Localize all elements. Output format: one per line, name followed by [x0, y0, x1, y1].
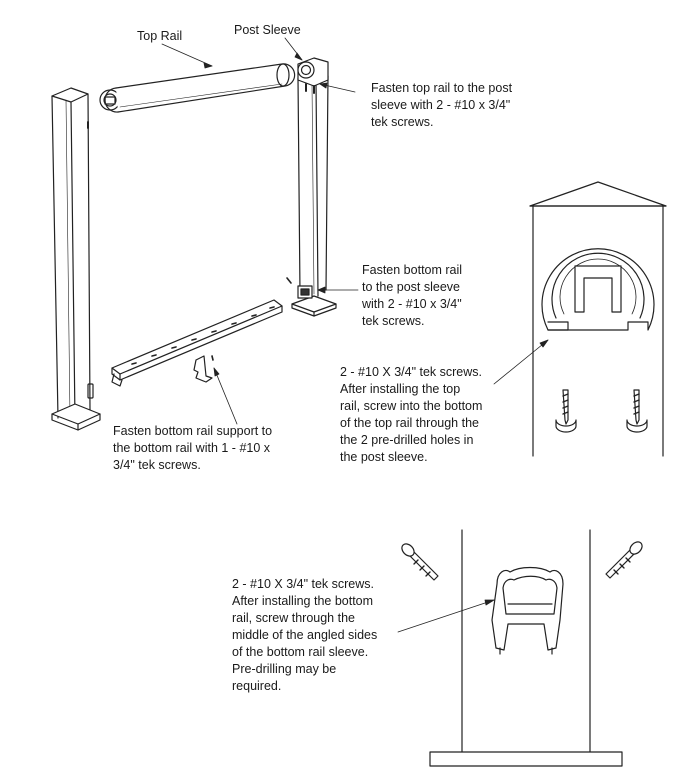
bottom-rail — [111, 299, 283, 387]
screw-icon — [401, 543, 439, 581]
fasten-bottom-rail-note: Fasten bottom rail to the post sleeve wi… — [362, 263, 463, 328]
top-rail-detail — [529, 181, 667, 457]
post-sleeve-label: Post Sleeve — [234, 23, 301, 37]
right-post — [286, 57, 337, 317]
screw-icon — [626, 389, 648, 433]
fasten-support-note: Fasten bottom rail support to the bottom… — [113, 424, 273, 472]
screw-icon — [605, 541, 643, 579]
bottom-rail-screws-note: 2 - #10 X 3/4" tek screws. After install… — [232, 577, 378, 693]
left-post — [51, 87, 101, 431]
leader-lines — [161, 37, 549, 633]
top-rail — [87, 63, 296, 129]
bottom-rail-detail — [401, 529, 643, 767]
top-rail-label: Top Rail — [137, 29, 183, 43]
screw-icon — [555, 389, 577, 433]
fasten-top-rail-note: Fasten top rail to the post sleeve with … — [371, 81, 513, 129]
top-rail-screws-note: 2 - #10 X 3/4" tek screws. After install… — [340, 365, 483, 464]
